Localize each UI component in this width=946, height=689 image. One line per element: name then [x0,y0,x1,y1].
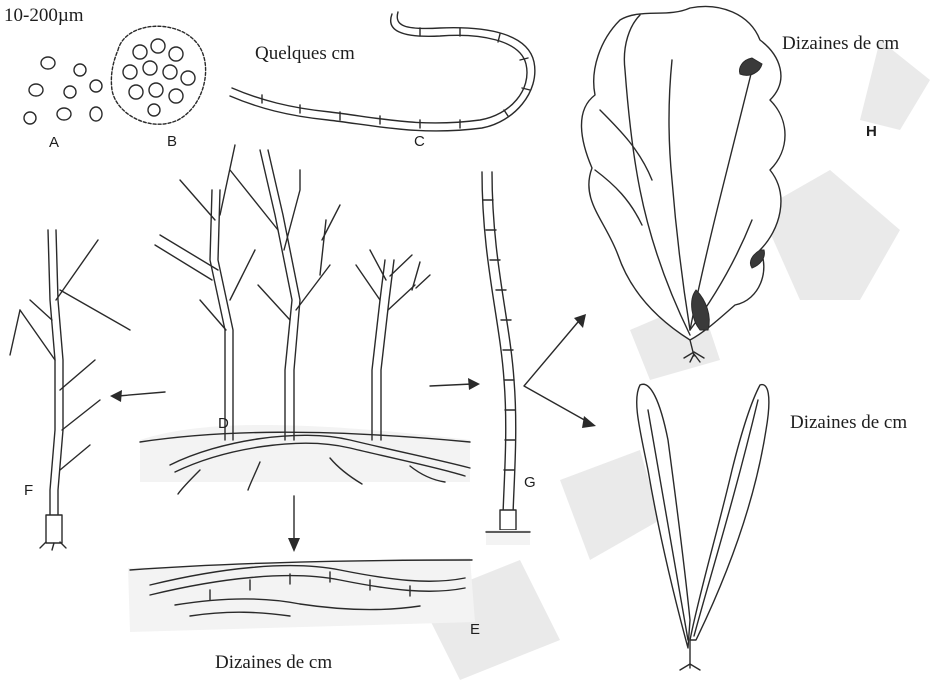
size-label-bottom: Dizaines de cm [215,652,332,674]
size-label-right-thallus: Dizaines de cm [790,412,907,434]
label-H: H [866,123,877,140]
cells-A [24,57,102,124]
size-label-filament: Quelques cm [255,43,355,65]
label-B: B [167,133,177,150]
branched-plant-F [10,230,130,550]
filament-G [482,172,530,545]
branched-plants-D [140,145,470,494]
filament-C [230,12,535,131]
label-G: G [524,474,536,491]
label-D: D [218,415,229,432]
colony-B [111,26,205,124]
label-C: C [414,133,425,150]
bladed-thallus [637,384,769,670]
crust-E [128,558,475,632]
label-F: F [24,482,33,499]
lobed-thallus-H [581,6,785,362]
size-label-unicellular: 10-200µm [4,5,84,27]
label-E: E [470,621,480,638]
size-label-H: Dizaines de cm [782,33,899,55]
label-A: A [49,134,59,151]
